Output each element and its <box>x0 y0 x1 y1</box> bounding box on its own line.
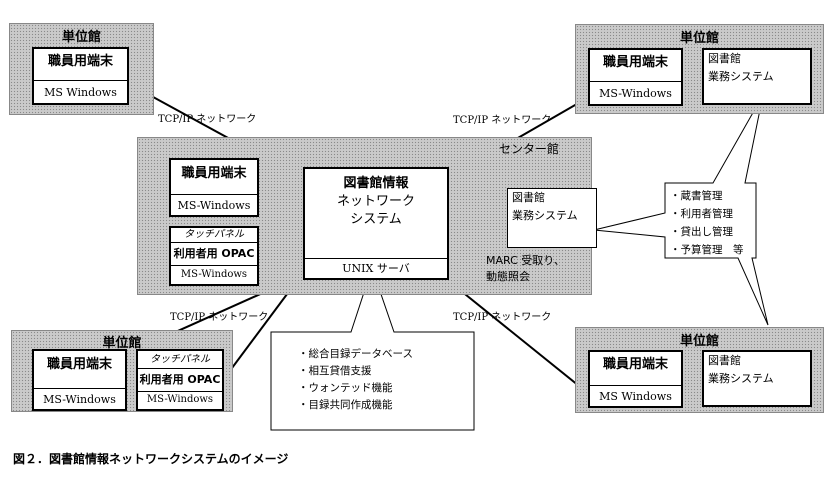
server-function-item: ・ウォンテッド機能 <box>298 382 393 394</box>
business-function-item: ・蔵書管理 <box>670 190 723 202</box>
os-label: MS Windows <box>34 80 127 104</box>
network-label-bottom-right: TCP/IP ネットワーク <box>453 312 552 323</box>
network-label-bottom-left: TCP/IP ネットワーク <box>170 312 269 323</box>
touch-panel-label: タッチパネル <box>138 351 222 369</box>
unit-library-bottom-left: 単位館 職員用端末 MS-Windows タッチパネル 利用者用 OPAC MS… <box>11 330 233 412</box>
staff-terminal-center: 職員用端末 MS-Windows <box>169 158 259 217</box>
business-function-item: ・貸出し管理 <box>670 226 733 238</box>
center-library-label: センター館 <box>498 142 559 156</box>
opac-terminal: タッチパネル 利用者用 OPAC MS-Windows <box>136 349 224 411</box>
os-label: MS-Windows <box>34 388 125 411</box>
business-function-item: ・利用者管理 <box>670 208 733 220</box>
marc-note: MARC 受取り、 動態照会 <box>486 253 565 285</box>
business-system-line2: 業務システム <box>512 209 578 222</box>
server-callout-shape <box>270 266 475 431</box>
server-functions-list: ・総合目録データベース ・相互貸借支援 ・ウォンテッド機能 ・目録共同作成機能 <box>298 346 413 414</box>
server-function-item: ・総合目録データベース <box>298 348 413 360</box>
unix-server-label: UNIX サーバ <box>305 258 447 278</box>
staff-terminal-label: 職員用端末 <box>46 357 112 372</box>
business-system-line1: 図書館 <box>708 354 741 367</box>
business-system-line1: 図書館 <box>708 52 741 65</box>
os-label: MS-Windows <box>590 81 681 105</box>
os-label: MS-Windows <box>138 391 222 408</box>
unit-library-bottom-right: 単位館 職員用端末 MS Windows 図書館 業務システム <box>575 327 824 413</box>
server-function-item: ・相互貸借支援 <box>298 365 372 377</box>
network-line-bottom-right <box>444 277 590 395</box>
central-network-system: 図書館情報 ネットワーク システム UNIX サーバ <box>303 167 449 280</box>
unit-library-label: 単位館 <box>102 336 142 351</box>
os-label: MS-Windows <box>171 265 257 284</box>
opac-label: 利用者用 OPAC <box>173 247 255 260</box>
central-system-line1: 図書館情報 <box>343 176 409 191</box>
unit-library-label: 単位館 <box>61 30 101 45</box>
business-functions-list: ・蔵書管理 ・利用者管理 ・貸出し管理 ・予算管理 等 <box>670 187 744 259</box>
central-system-line2: ネットワーク <box>336 194 415 209</box>
marc-note-line2: 動態照会 <box>486 270 530 283</box>
staff-terminal: 職員用端末 MS-Windows <box>32 349 127 411</box>
staff-terminal: 職員用端末 MS-Windows <box>588 48 683 106</box>
unit-library-label: 単位館 <box>679 31 719 46</box>
server-function-item: ・目録共同作成機能 <box>298 399 393 411</box>
business-system-line2: 業務システム <box>708 70 774 83</box>
opac-label: 利用者用 OPAC <box>139 373 221 386</box>
staff-terminal-label: 職員用端末 <box>602 357 668 372</box>
library-business-system-center: 図書館 業務システム <box>507 188 597 248</box>
central-system-line3: システム <box>350 212 402 227</box>
network-label-top-left: TCP/IP ネットワーク <box>158 114 257 125</box>
business-system-line2: 業務システム <box>708 372 774 385</box>
opac-terminal-center: タッチパネル 利用者用 OPAC MS-Windows <box>169 226 259 286</box>
os-label: MS-Windows <box>171 194 257 217</box>
business-system-line1: 図書館 <box>512 191 545 204</box>
marc-note-line1: MARC 受取り、 <box>486 254 565 267</box>
business-function-item: ・予算管理 等 <box>670 244 744 256</box>
touch-panel-label: タッチパネル <box>171 228 257 243</box>
unit-library-top-right: 単位館 職員用端末 MS-Windows 図書館 業務システム <box>575 24 824 114</box>
library-business-system: 図書館 業務システム <box>702 350 812 407</box>
central-system-title: 図書館情報 ネットワーク システム <box>305 175 447 229</box>
staff-terminal-label: 職員用端末 <box>602 55 668 70</box>
staff-terminal: 職員用端末 MS Windows <box>588 350 683 408</box>
figure-caption: 図２．図書館情報ネットワークシステムのイメージ <box>13 452 289 466</box>
staff-terminal-label: 職員用端末 <box>47 54 113 69</box>
staff-terminal-label: 職員用端末 <box>181 166 247 181</box>
unit-library-top-left: 単位館 職員用端末 MS Windows <box>9 23 154 115</box>
os-label: MS Windows <box>590 385 681 407</box>
library-business-system: 図書館 業務システム <box>702 48 812 105</box>
network-label-top-right: TCP/IP ネットワーク <box>453 115 552 126</box>
staff-terminal: 職員用端末 MS Windows <box>32 47 129 105</box>
unit-library-label: 単位館 <box>679 334 719 349</box>
